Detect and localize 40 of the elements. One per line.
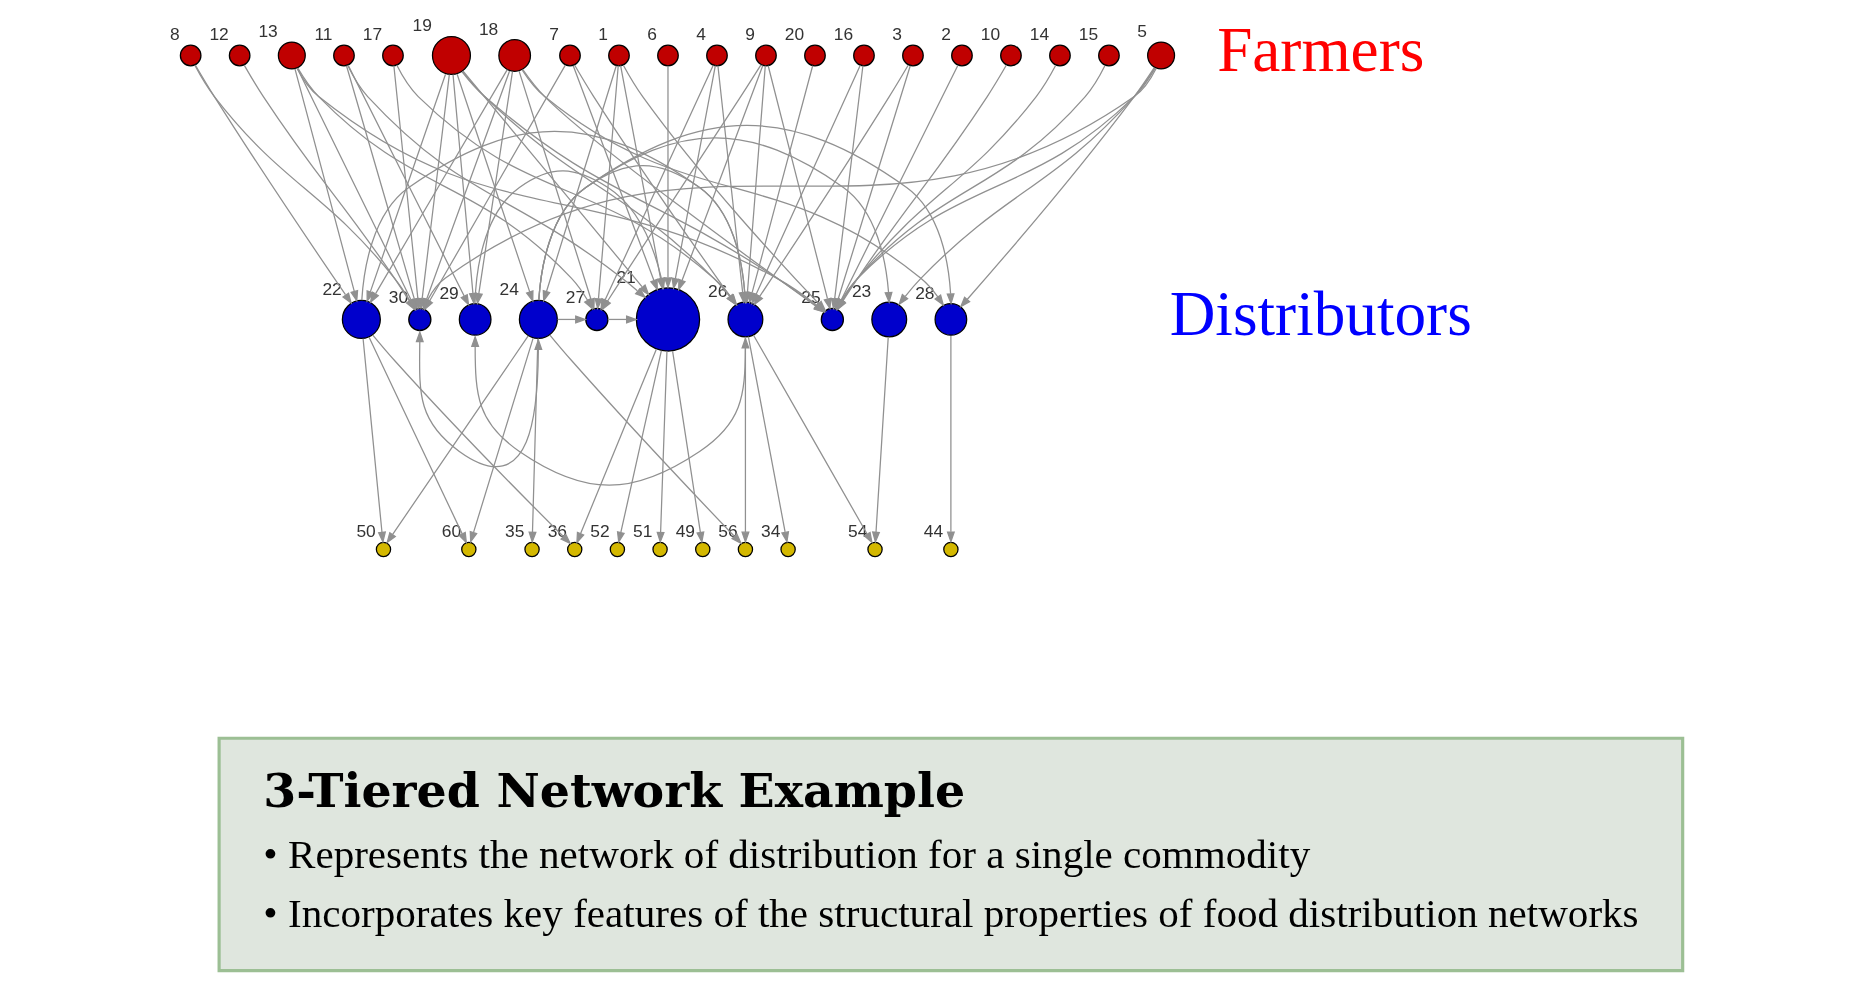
node-label: 15 (1078, 24, 1098, 45)
node-label: 22 (321, 279, 342, 300)
node-label: 20 (784, 24, 804, 45)
node-label: 4 (695, 24, 706, 45)
node-label: 23 (851, 280, 871, 301)
node-label: 25 (800, 287, 821, 308)
node-label: 7 (548, 24, 559, 45)
node-label: 14 (1029, 24, 1049, 45)
node-label: 2 (940, 24, 951, 45)
node-label: 10 (980, 24, 1000, 45)
node-label: 24 (498, 279, 519, 300)
node-label: 51 (632, 521, 652, 542)
node-label: 29 (438, 282, 459, 303)
label: Farmers (1216, 15, 1424, 86)
node-label: 60 (441, 521, 461, 542)
node-label: 28 (914, 282, 934, 303)
node-label: 13 (257, 20, 278, 41)
node-label: 6 (646, 24, 657, 45)
node-label: 8 (169, 24, 180, 45)
node-label: 18 (478, 18, 498, 39)
node-label: 35 (504, 521, 524, 542)
node-label: 16 (833, 24, 853, 45)
node-label: 21 (615, 266, 636, 287)
node-label: 1 (597, 24, 608, 45)
node-label: 5 (1136, 20, 1147, 41)
label: Distributors (1169, 279, 1472, 350)
node-label: 49 (675, 521, 695, 542)
node-label: 44 (923, 521, 943, 542)
node-label: 50 (355, 521, 376, 542)
node-label: 17 (362, 24, 382, 45)
node-label: 11 (313, 24, 332, 45)
node-label: 52 (589, 521, 610, 542)
node-label: 9 (744, 24, 755, 45)
node-label: 34 (760, 521, 780, 542)
node-label: 3 (891, 24, 902, 45)
node-label: 56 (717, 521, 738, 542)
node-label: 54 (847, 521, 867, 542)
node-label: 27 (565, 287, 585, 308)
node-label: 12 (208, 24, 229, 45)
node-label: 19 (412, 15, 432, 36)
